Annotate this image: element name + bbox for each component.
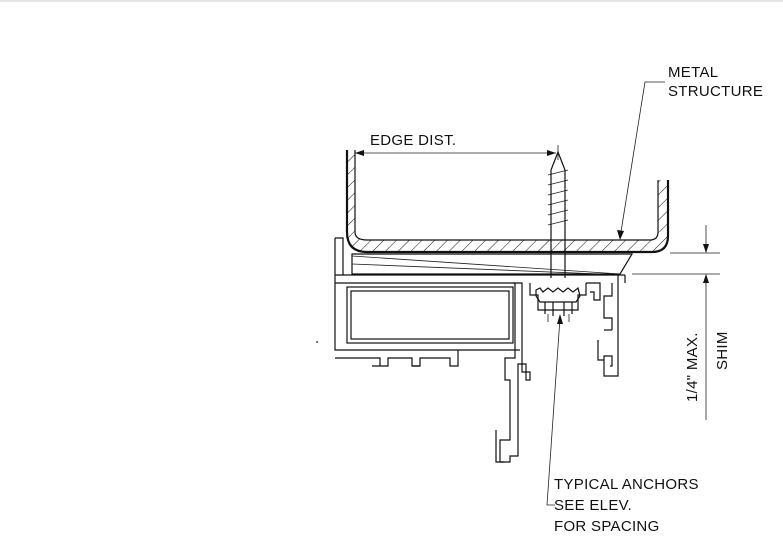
metal-structure-label-line2: STRUCTURE <box>668 83 763 100</box>
metal-structure-label-line1: METAL <box>668 64 718 81</box>
metal-structure <box>345 150 670 254</box>
edge-dist-dimension: EDGE DIST. <box>355 132 559 160</box>
frame-extrusion <box>334 237 626 463</box>
anchors-label-line1: TYPICAL ANCHORS <box>554 476 699 493</box>
shim-max-label: 1/4" MAX. <box>684 332 701 402</box>
anchor-screw <box>535 150 581 322</box>
anchors-leader: TYPICAL ANCHORS SEE ELEV. FOR SPACING <box>546 314 699 535</box>
metal-structure-leader: METAL STRUCTURE <box>617 64 763 240</box>
shim <box>351 253 634 275</box>
edge-dist-label: EDGE DIST. <box>370 132 456 149</box>
anchors-label-line3: FOR SPACING <box>554 518 660 535</box>
shim-label: SHIM <box>714 331 731 370</box>
shim-dimension: 1/4" MAX. SHIM <box>632 225 731 420</box>
anchors-label-line2: SEE ELEV. <box>554 497 632 514</box>
stray-dot <box>316 341 318 343</box>
